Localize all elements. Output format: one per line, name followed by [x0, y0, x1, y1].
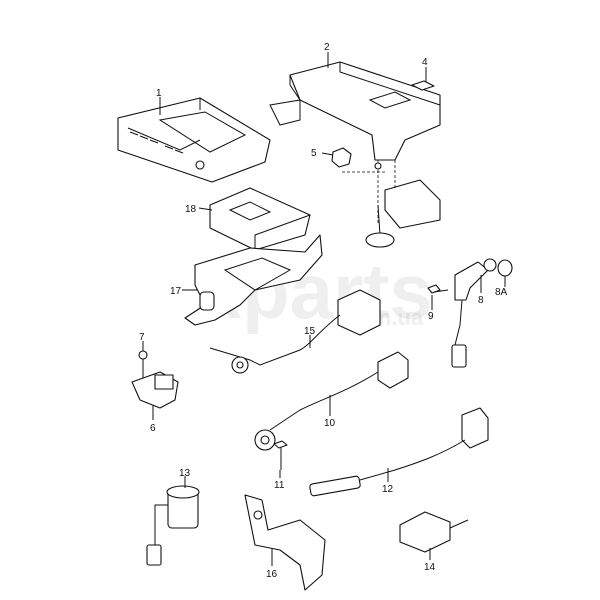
- part-9-bolt[interactable]: [427, 284, 449, 294]
- callout-14: 14: [424, 562, 436, 573]
- part-12-oxygen-sensor[interactable]: [309, 407, 489, 497]
- part-2-bracket[interactable]: [269, 61, 441, 229]
- callout-7: 7: [139, 332, 145, 343]
- part-4-clip[interactable]: [411, 80, 435, 91]
- callout-8a: 8A: [495, 287, 508, 298]
- callout-8: 8: [478, 295, 484, 306]
- callout-13: 13: [179, 468, 191, 479]
- callout-15: 15: [304, 326, 316, 337]
- part-14-switch[interactable]: [399, 511, 469, 553]
- callout-12: 12: [382, 484, 394, 495]
- part-1-control-unit[interactable]: [117, 97, 271, 183]
- callout-11: 11: [274, 480, 285, 491]
- callout-2: 2: [324, 42, 330, 53]
- part-13-valve[interactable]: [146, 485, 200, 566]
- part-17-mounting-plate[interactable]: [184, 234, 323, 326]
- part-11-bolt[interactable]: [273, 440, 288, 470]
- part-18-module[interactable]: [209, 187, 311, 251]
- callout-1: 1: [156, 88, 162, 99]
- callout-5: 5: [311, 148, 317, 159]
- part-8a-o-ring[interactable]: [497, 259, 513, 277]
- part-8-sensor[interactable]: [451, 258, 497, 368]
- callout-18: 18: [185, 204, 197, 215]
- callout-4: 4: [422, 57, 428, 68]
- bolt[interactable]: [365, 204, 395, 248]
- callout-9: 9: [428, 311, 434, 322]
- part-6-sensor[interactable]: [131, 371, 179, 409]
- leader-lines: [142, 52, 506, 566]
- part-15-sensor-cable[interactable]: [209, 289, 381, 374]
- callout-16: 16: [266, 569, 278, 580]
- part-5-nut[interactable]: [331, 147, 382, 170]
- callout-6: 6: [150, 423, 156, 434]
- part-10-knock-sensor[interactable]: [254, 351, 409, 451]
- part-7-screw[interactable]: [138, 350, 148, 378]
- part-16-bracket[interactable]: [244, 494, 326, 591]
- callout-17: 17: [170, 286, 182, 297]
- callout-10: 10: [324, 418, 336, 429]
